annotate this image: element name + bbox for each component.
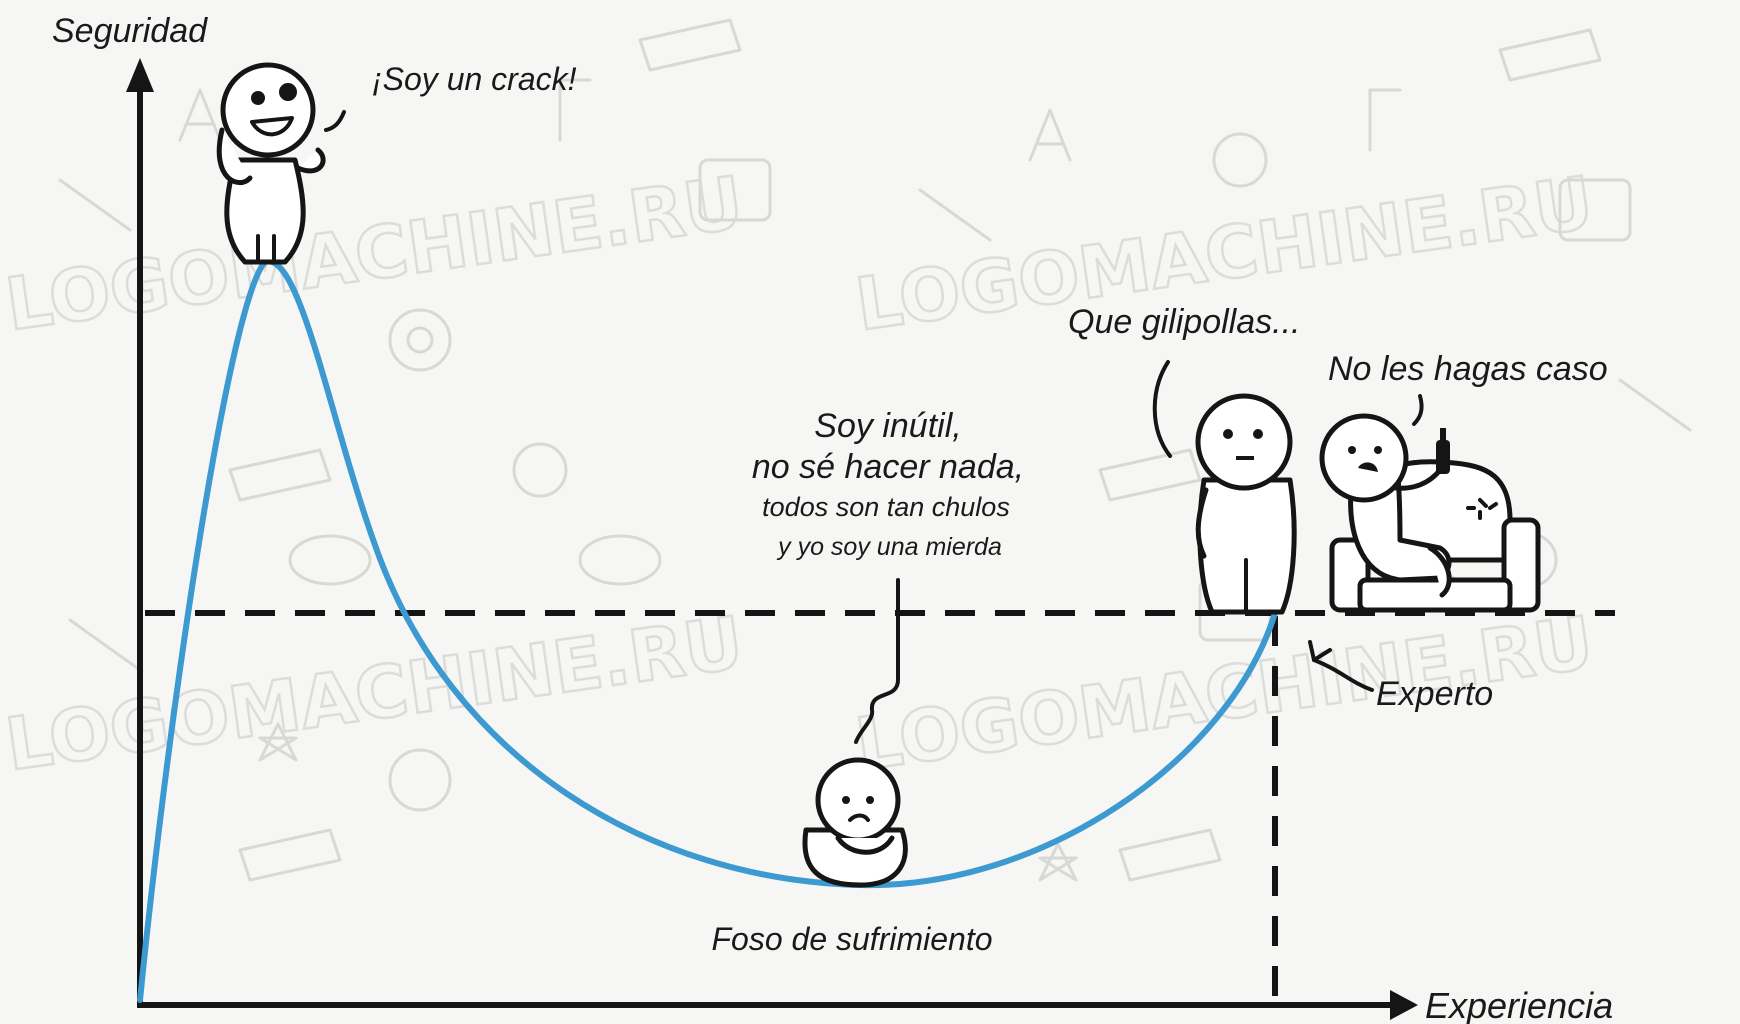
sofa-speech-tick: [1412, 394, 1424, 426]
banana-doodle-icon: [578, 534, 662, 586]
star-doodle-icon: [258, 722, 298, 762]
watermark-text-3: LOGOMACHINE.RU: [1, 600, 748, 787]
peak-speech-text: ¡Soy un crack!: [372, 61, 577, 97]
peak-character: [216, 62, 346, 265]
bottle-icon: [1436, 440, 1450, 474]
letter-l-doodle-icon: [558, 78, 592, 142]
peak-character-eye-right: [279, 83, 297, 101]
valley-thought-line-2: no sé hacer nada,: [752, 448, 1024, 486]
rocket-doodle-icon: [1098, 448, 1202, 502]
expert-arrow-icon: [1308, 640, 1332, 662]
sofa-character-leg: [1427, 545, 1452, 598]
expert-label: Experto: [1376, 675, 1493, 713]
sofa-stain-marks: [1466, 498, 1498, 520]
brush-doodle-icon: [1618, 378, 1692, 432]
rocket-doodle-icon: [638, 18, 742, 72]
valley-character-eye-left: [842, 796, 850, 804]
standing-character-eye-right: [1253, 429, 1263, 439]
y-axis-label: Seguridad: [52, 12, 208, 50]
standing-character-eye-left: [1223, 429, 1233, 439]
book-doodle-icon: [1558, 178, 1632, 242]
peak-character-eye-left: [251, 91, 265, 105]
sofa-character-eye-right: [1374, 446, 1382, 454]
rocket-doodle-icon: [238, 828, 342, 882]
standing-speech-bracket: [1152, 360, 1172, 458]
axes: [126, 58, 1418, 1020]
peak-character-left-arm: [216, 127, 253, 185]
expert-curl-line: [1312, 658, 1374, 692]
valley-thought-line-1: Soy inútil,: [814, 407, 961, 445]
sofa-speech-text: No les hagas caso: [1328, 350, 1608, 388]
x-axis-arrowhead-icon: [1390, 990, 1418, 1020]
valley-thought-line-4: y yo soy una mierda: [776, 533, 1002, 561]
standing-character-head: [1195, 393, 1293, 491]
banana-doodle-icon: [288, 534, 372, 586]
gear-doodle-icon: [388, 748, 452, 812]
brush-doodle-icon: [918, 188, 992, 242]
standing-speech-text: Que gilipollas...: [1068, 303, 1300, 341]
valley-character-arms: [835, 835, 895, 855]
peak-character-body: [224, 157, 306, 265]
standing-character: [1152, 360, 1297, 615]
gear-doodle-icon: [388, 308, 452, 372]
sofa-character-head: [1319, 413, 1409, 503]
valley-character-head: [815, 757, 901, 843]
peak-character-mouth: [250, 116, 294, 137]
valley-thought: Soy inútil, no sé hacer nada, todos son …: [752, 407, 1024, 744]
letter-a-doodle-icon: [178, 88, 222, 142]
valley-character-eye-right: [866, 796, 874, 804]
sofa-character-mouth: [1358, 462, 1378, 472]
x-axis-label: Experiencia: [1425, 985, 1613, 1024]
valley-thought-squiggle: [854, 578, 900, 744]
rocket-doodle-icon: [1118, 828, 1222, 882]
brush-doodle-icon: [58, 178, 132, 232]
peak-character-legs: [256, 234, 276, 264]
valley-character-frown: [848, 813, 870, 822]
bulb-doodle-icon: [1212, 132, 1268, 188]
confidence-curve: [137, 258, 1278, 1003]
peak-speech-tick: [324, 110, 346, 132]
bottle-neck-icon: [1440, 428, 1446, 442]
sofa-group: [1319, 394, 1541, 613]
rocket-doodle-icon: [1498, 28, 1602, 82]
letter-l-doodle-icon: [1368, 88, 1402, 152]
valley-thought-line-3: todos son tan chulos: [762, 492, 1010, 522]
brush-doodle-icon: [68, 618, 142, 672]
peak-character-head: [220, 62, 316, 158]
peak-character-right-arm: [295, 147, 326, 174]
valley-character: [802, 757, 908, 888]
letter-a-doodle-icon: [1028, 108, 1072, 162]
y-axis-arrowhead-icon: [126, 58, 154, 92]
bulb-doodle-icon: [512, 442, 568, 498]
book-doodle-icon: [698, 158, 772, 222]
valley-label: Foso de sufrimiento: [711, 921, 992, 957]
sofa-seat: [1357, 577, 1513, 613]
standing-character-arm: [1195, 487, 1209, 559]
gear-doodle-center-icon: [406, 326, 434, 354]
rocket-doodle-icon: [228, 448, 332, 502]
sofa-character-eye-left: [1348, 446, 1356, 454]
star-doodle-icon: [1038, 842, 1078, 882]
watermark-text-1: LOGOMACHINE.RU: [1, 160, 748, 347]
